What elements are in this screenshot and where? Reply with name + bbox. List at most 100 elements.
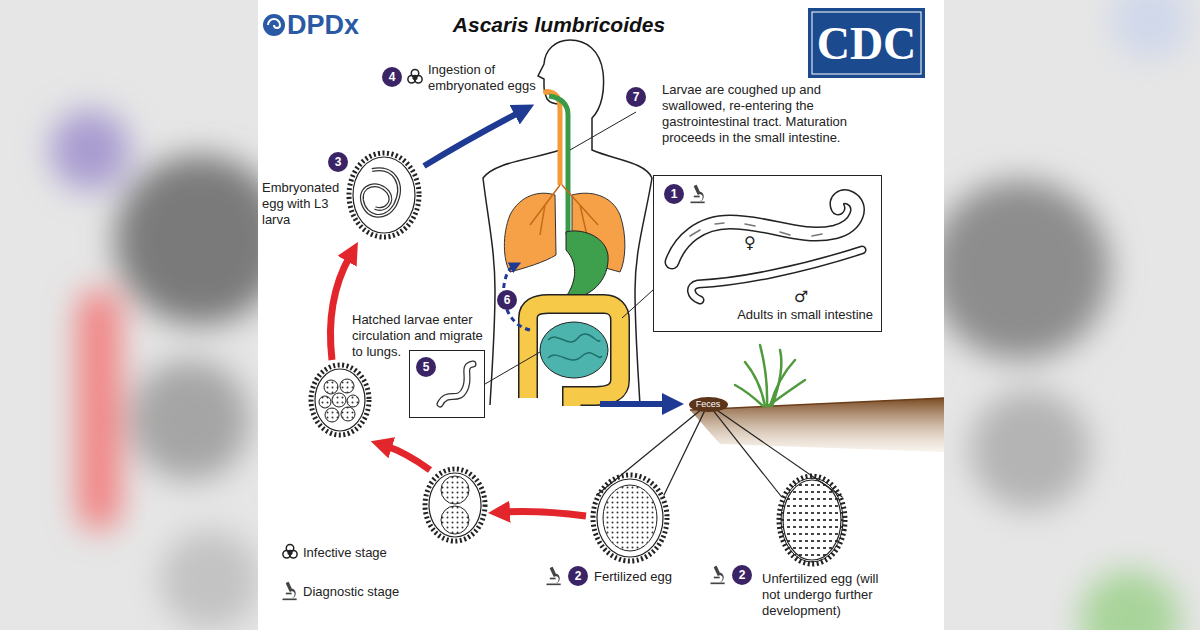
legend-text: Diagnostic stage [303,584,399,600]
callout-number: 3 [328,152,348,172]
cycle-arrows [600,401,668,407]
step-text: Larvae are coughed up and swallowed, re-… [662,82,852,146]
grass [760,345,767,406]
cycle-arrows [330,112,668,516]
grass [735,345,805,406]
stage-label: Unfertilized egg (will not undergo furth… [762,571,887,619]
leader-lines [570,112,636,150]
callout-number: 4 [382,67,402,87]
larva [440,364,473,404]
egg-morula [332,393,346,407]
step-text: Hatched larvae enter circulation and mig… [352,312,488,360]
stage-label: Embryonated egg with L3 larva [262,180,342,228]
leader-lines [485,352,540,384]
leader-lines [622,290,653,318]
egg-morula [315,369,365,431]
callout-connector [714,411,782,497]
sex-symbol: ♂ [794,288,808,306]
egg-outline [346,150,422,240]
feces-shape [689,397,728,412]
callout-number: 5 [416,357,436,377]
callout-connector [664,411,705,495]
human-body [483,40,652,406]
stage-icons [691,185,705,204]
cdc-logo [808,8,925,78]
callout-connector [717,411,842,497]
cycle-arrows [330,256,350,360]
cdc-logo [808,8,925,78]
egg-node: 2Unfertilized egg (will not undergo furt… [776,473,848,567]
adult-worms [672,197,857,262]
egg-morula [319,379,359,422]
egg-two-cell [441,476,469,504]
stage-icons [711,566,725,585]
dpdx-logo-icon [263,14,285,36]
egg-shell [593,475,667,561]
blurred-background [78,290,120,530]
blurred-background [970,390,1090,510]
human-body [483,40,652,405]
egg-shell [349,153,419,237]
cycle-arrows [504,512,586,517]
adult-worms [690,223,822,236]
callout-number: 2 [732,565,752,585]
egg-morula [341,407,355,421]
egg-interior [362,169,399,216]
stage-icons [408,70,725,586]
step-text: Ingestion of embryonated eggs [428,62,550,94]
egg-shell [597,479,663,557]
soil [690,398,944,452]
adult-worms [691,250,862,300]
adult-worms [672,197,862,300]
cycle-arrows [424,112,520,166]
larva [440,364,473,404]
stage-box: 1♀♂Adults in small intestine [653,175,882,332]
cycle-arrows [386,446,430,470]
adult-worms [672,197,857,262]
human-body [504,193,556,272]
human-body [528,304,620,406]
egg-two-cell [441,506,469,534]
leader-lines [485,112,653,384]
blurred-background [50,110,130,190]
human-body [548,92,560,185]
human-body [540,322,608,378]
soil [690,398,944,452]
stage-label: Adults in small intestine [737,307,873,323]
feces-oval: Feces [689,397,728,412]
legend-icon [283,582,297,601]
egg-interior [603,485,657,551]
dpdx-logo-icon [268,19,280,28]
egg-interior [362,169,399,216]
egg-morula [340,379,354,393]
blurred-background [1110,0,1190,60]
stage-icons [547,567,561,586]
egg-outline [590,472,670,564]
callout-connector [714,411,843,497]
egg-shell [353,157,415,233]
dpdx-logo-icon [263,14,285,36]
feces-label: Feces [696,399,721,410]
legend-icon [283,545,298,601]
adult-worms [691,250,862,300]
callout-number: 2 [568,566,588,586]
egg-morula [324,380,338,394]
grass [735,385,763,406]
blurred-background [160,530,260,630]
diagram-title: Ascaris lumbricoides [400,12,718,38]
human-body [548,334,602,360]
larva [440,364,473,404]
logo-text: DPDx [287,9,359,41]
egg-two-cell [429,473,481,537]
egg-shell [779,476,845,564]
blurred-background [130,360,250,480]
egg-two-cell [425,469,485,541]
human-body [530,185,598,240]
human-body [528,304,620,406]
stage-icons [408,70,422,84]
logo-text: CDC [808,8,925,78]
egg-two-cell [425,469,485,541]
callout-number: 1 [664,184,684,204]
egg-morula [347,395,359,407]
